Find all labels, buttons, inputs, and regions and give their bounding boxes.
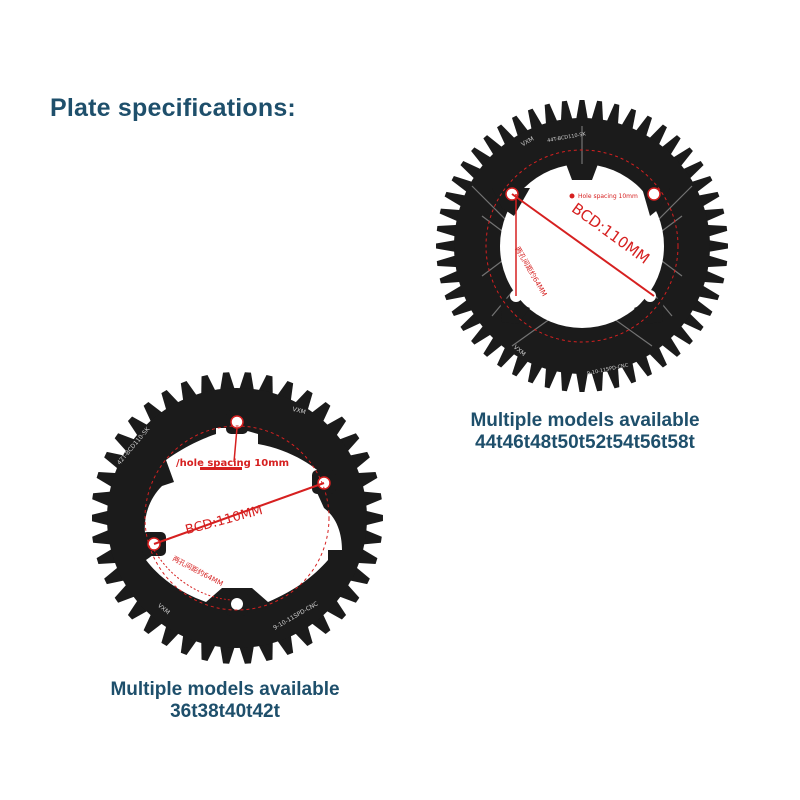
chainring-tooth — [439, 208, 462, 222]
chainring-tooth — [201, 375, 216, 396]
small-hole-pointer — [233, 427, 238, 463]
chainring-tooth — [143, 401, 164, 423]
large-ring-caption-line2: 44t46t48t50t52t54t56t58t — [475, 432, 695, 453]
chainring-tooth — [707, 240, 728, 252]
chainring-tooth — [436, 224, 458, 237]
small-ring-caption-line2: 36t38t40t42t — [170, 701, 280, 722]
small-hole-underline — [200, 467, 242, 470]
chainring-tooth — [325, 599, 347, 620]
chainring-tooth — [127, 599, 149, 620]
chainring-tooth — [560, 100, 573, 122]
chainring-tooth — [143, 613, 164, 635]
chainring-tooth — [606, 366, 620, 389]
chainring-tooth — [364, 510, 383, 526]
small-bcd-line — [153, 482, 325, 545]
large-ring-caption-line1: Multiple models available — [470, 410, 700, 431]
chainring-tooth — [706, 255, 728, 268]
chainring-tooth — [362, 529, 382, 545]
chainring-tooth — [258, 640, 273, 661]
small-hole-label: /hole spacing 10mm — [176, 458, 289, 469]
chainring-tooth — [606, 103, 620, 126]
chainring-tooth — [444, 285, 467, 301]
chainring-tooth — [544, 103, 558, 126]
chainring-tooth — [702, 208, 725, 222]
small-chainring-image: /hole spacing 10mm BCD:110MM 两孔间距约64MM 4… — [92, 372, 383, 664]
chainring-tooth — [527, 361, 543, 384]
small-brand-logo-top: VXM — [292, 406, 307, 416]
small-ring-caption-line1: Multiple models available — [110, 679, 340, 700]
chainring-tooth — [436, 240, 457, 252]
chainring-tooth — [92, 529, 112, 545]
large-bcd-circle — [485, 149, 679, 343]
large-hole-label: Hole spacing 10mm — [578, 193, 638, 200]
chainring-tooth — [591, 100, 604, 122]
chainring-tooth — [444, 191, 467, 207]
large-hole-marker — [569, 193, 575, 199]
chainring-tooth — [92, 510, 110, 526]
small-distance-arc — [153, 549, 233, 601]
large-bolt-hole-1 — [647, 187, 661, 201]
chainring-tooth — [310, 401, 331, 423]
chainring-tooth — [576, 100, 588, 121]
chainring-tooth — [219, 644, 235, 664]
large-bcd-line — [511, 193, 655, 297]
small-ring-caption: Multiple models available 36t38t40t42t — [70, 679, 380, 723]
small-chainring-cutout — [144, 428, 342, 602]
chainring-tooth — [362, 491, 382, 507]
chainring-tooth — [697, 285, 720, 301]
chainring-tooth — [697, 191, 720, 207]
chainring-tooth — [591, 370, 604, 392]
chainring-tooth — [576, 371, 588, 392]
chainring-tooth — [621, 361, 637, 384]
large-chainring-image: Hole spacing 10mm BCD:110MM 两孔间距约64MM 44… — [436, 100, 728, 392]
large-ring-caption: Multiple models available 44t46t48t50t52… — [440, 410, 730, 454]
chainring-tooth — [310, 613, 331, 635]
chainring-tooth — [239, 644, 255, 664]
chainring-tooth — [527, 108, 543, 131]
chainring-tooth — [560, 370, 573, 392]
chainring-tooth — [621, 108, 637, 131]
chainring-tooth — [239, 372, 255, 392]
chainring-tooth — [219, 372, 235, 392]
chainring-tooth — [258, 375, 273, 396]
chainring-tooth — [439, 270, 462, 284]
chainring-tooth — [127, 416, 149, 437]
small-bolt-hole-bottom — [231, 598, 243, 610]
page-title: Plate specifications: — [50, 94, 296, 122]
chainring-tooth — [544, 366, 558, 389]
chainring-tooth — [201, 640, 216, 661]
chainring-tooth — [325, 416, 347, 437]
chainring-tooth — [706, 224, 728, 237]
small-bcd-circle — [144, 425, 330, 611]
chainring-tooth — [702, 270, 725, 284]
chainring-tooth — [92, 491, 112, 507]
chainring-tooth — [436, 255, 458, 268]
large-bolt-hole-3 — [644, 290, 656, 302]
large-chainring-center — [500, 164, 664, 328]
